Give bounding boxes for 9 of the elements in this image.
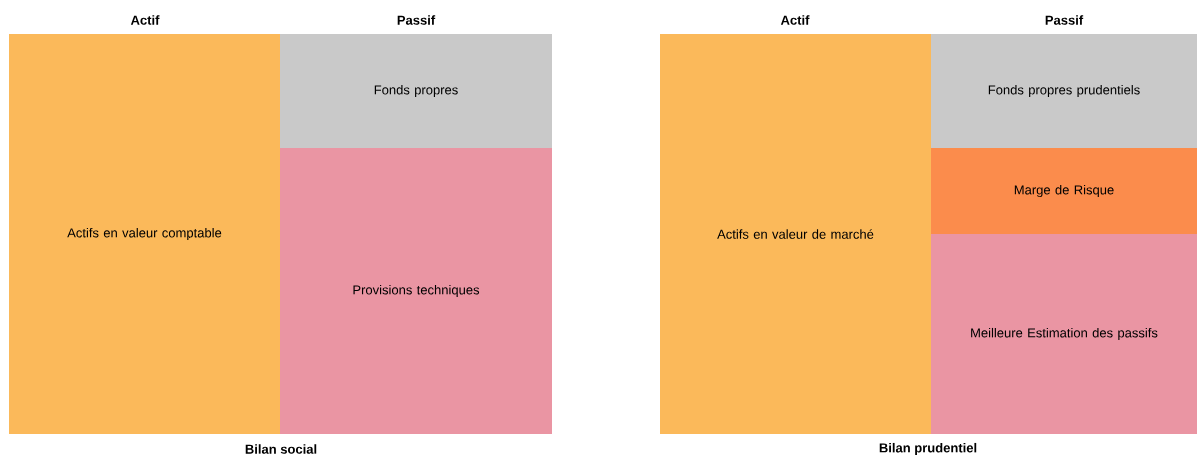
balance-block: Fonds propres: [280, 34, 552, 148]
balance-sheet-title: Bilan prudentiel: [879, 442, 977, 456]
balance-block: Fonds propres prudentiels: [931, 34, 1197, 148]
balance-block: Actifs en valeur de marché: [660, 34, 931, 434]
balance-sheet-title: Bilan social: [245, 444, 317, 454]
balance-block: Provisions techniques: [280, 148, 552, 434]
balance-block: Actifs en valeur comptable: [9, 34, 280, 434]
balance-block: Meilleure Estimation des passifs: [931, 234, 1197, 434]
balance-block: Marge de Risque: [931, 148, 1197, 234]
